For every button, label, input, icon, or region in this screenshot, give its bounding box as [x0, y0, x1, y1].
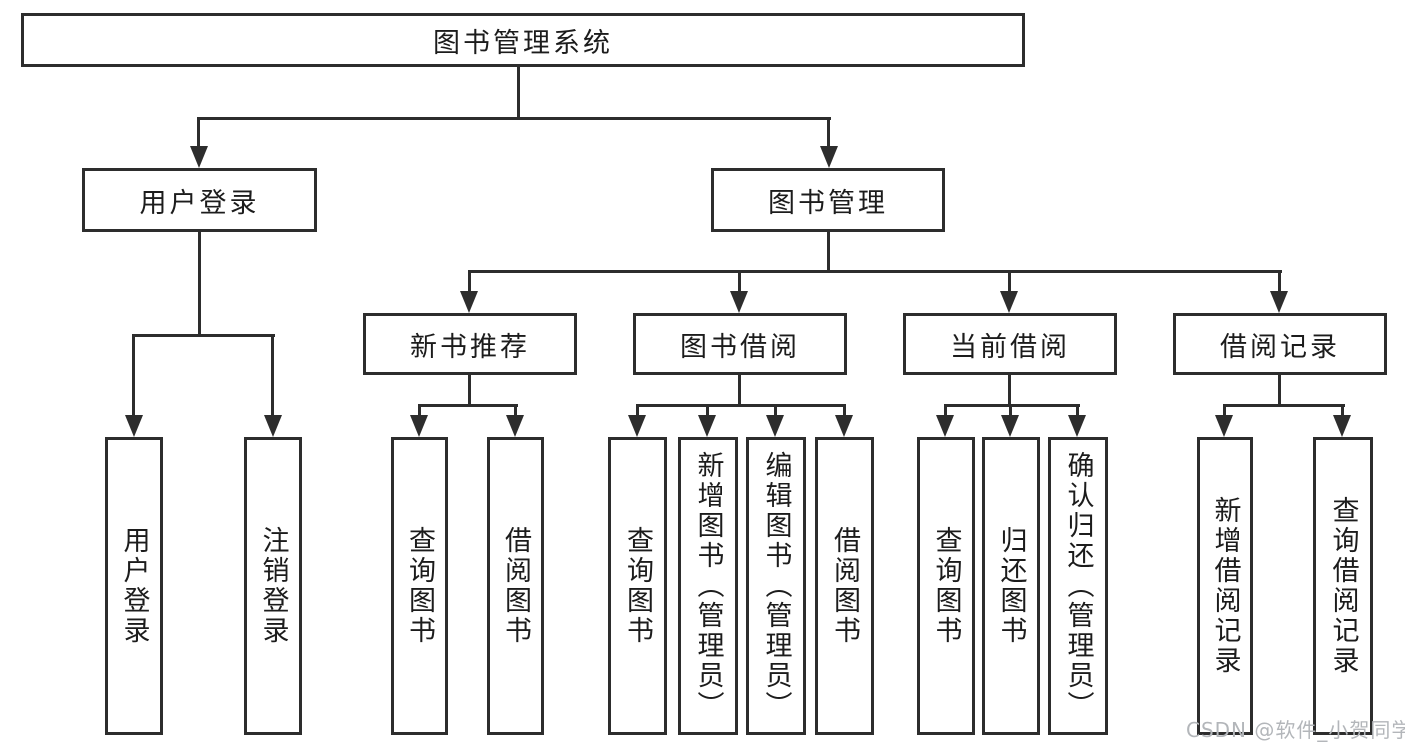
connector-borrow-records-stem: [1278, 375, 1281, 407]
connector-stem-leaf: [1009, 404, 1012, 417]
connector-book-borrow-stem: [738, 375, 741, 407]
arrow-down-icon: [460, 291, 478, 313]
connector-stem-leaf: [514, 404, 517, 417]
leaf-query-borrow-record: 查询借阅记录: [1313, 437, 1373, 735]
connector-stem-book-borrow: [738, 270, 741, 293]
leaf-label: 确认归还（管理员）: [1062, 451, 1094, 721]
connector-root-branch: [197, 117, 831, 120]
arrow-down-icon: [125, 415, 143, 437]
node-book-mgmt: 图书管理: [711, 168, 945, 232]
leaf-label: 借阅图书: [500, 526, 531, 646]
node-book-borrow: 图书借阅: [633, 313, 847, 375]
arrow-down-icon: [1068, 415, 1086, 437]
leaf-query-books: 查询图书: [917, 437, 975, 735]
leaf-label: 查询图书: [622, 526, 653, 646]
connector-book-mgmt-stem: [827, 232, 830, 273]
arrow-down-icon: [1333, 415, 1351, 437]
leaf-add-borrow-record: 新增借阅记录: [1197, 437, 1253, 735]
leaf-confirm-return-admin: 确认归还（管理员）: [1048, 437, 1108, 735]
arrow-down-icon: [1001, 415, 1019, 437]
connector-stem-user-login: [197, 117, 200, 149]
leaf-label: 查询图书: [930, 526, 962, 646]
connector-book-mgmt-branch: [468, 270, 1282, 273]
arrow-down-icon: [628, 415, 646, 437]
node-book-mgmt-label: 图书管理: [768, 187, 888, 219]
leaf-borrow-books: 借阅图书: [815, 437, 874, 735]
leaf-label: 用户登录: [118, 526, 150, 646]
node-new-book-recommend: 新书推荐: [363, 313, 577, 375]
connector-stem-leaf: [843, 404, 846, 417]
leaf-edit-books-admin: 编辑图书（管理员）: [746, 437, 806, 735]
connector-current-borrow-branch: [944, 404, 1080, 407]
connector-stem-leaf: [636, 404, 639, 417]
node-borrow-records-label: 借阅记录: [1220, 331, 1340, 363]
leaf-label: 查询图书: [404, 526, 435, 646]
node-user-login-label: 用户登录: [139, 187, 260, 219]
leaf-borrow-books: 借阅图书: [487, 437, 544, 735]
arrow-down-icon: [190, 146, 208, 168]
arrow-down-icon: [730, 291, 748, 313]
arrow-down-icon: [698, 415, 716, 437]
connector-user-login-branch: [132, 334, 275, 337]
node-new-book-recommend-label: 新书推荐: [410, 331, 530, 363]
arrow-down-icon: [410, 415, 428, 437]
connector-root-stem: [517, 67, 520, 120]
node-current-borrow-label: 当前借阅: [950, 331, 1070, 363]
leaf-label: 归还图书: [995, 526, 1027, 646]
arrow-down-icon: [936, 415, 954, 437]
leaf-label: 注销登录: [257, 526, 289, 646]
connector-stem-leaf: [774, 404, 777, 417]
leaf-add-books-admin: 新增图书（管理员）: [678, 437, 738, 735]
connector-book-borrow-branch: [636, 404, 846, 407]
connector-new-book-stem: [468, 375, 471, 407]
leaf-logout: 注销登录: [244, 437, 302, 735]
arrow-down-icon: [1215, 415, 1233, 437]
connector-stem-book-mgmt: [827, 117, 830, 149]
leaf-label: 编辑图书（管理员）: [760, 451, 792, 721]
connector-stem-leaf: [1076, 404, 1079, 417]
node-current-borrow: 当前借阅: [903, 313, 1117, 375]
leaf-label: 新增图书（管理员）: [692, 451, 724, 721]
node-user-login: 用户登录: [82, 168, 317, 232]
arrow-down-icon: [506, 415, 524, 437]
arrow-down-icon: [820, 146, 838, 168]
connector-current-borrow-stem: [1008, 375, 1011, 407]
connector-stem-borrow-records: [1278, 270, 1281, 293]
arrow-down-icon: [1270, 291, 1288, 313]
watermark: CSDN @软件_小贺同学: [1186, 718, 1405, 742]
connector-stem-leaf: [1223, 404, 1226, 417]
connector-stem-leaf: [132, 334, 135, 417]
node-borrow-records: 借阅记录: [1173, 313, 1387, 375]
leaf-return-books: 归还图书: [982, 437, 1040, 735]
arrow-down-icon: [264, 415, 282, 437]
node-root: 图书管理系统: [21, 13, 1025, 67]
leaf-query-books: 查询图书: [608, 437, 667, 735]
connector-stem-leaf: [271, 334, 274, 417]
arrow-down-icon: [1000, 291, 1018, 313]
arrow-down-icon: [835, 415, 853, 437]
leaf-label: 新增借阅记录: [1209, 496, 1241, 676]
connector-stem-new-book: [468, 270, 471, 293]
leaf-user-login: 用户登录: [105, 437, 163, 735]
connector-stem-leaf: [1341, 404, 1344, 417]
connector-user-login-stem: [198, 232, 201, 337]
node-book-borrow-label: 图书借阅: [680, 331, 800, 363]
connector-stem-leaf: [706, 404, 709, 417]
connector-new-book-branch: [418, 404, 518, 407]
connector-stem-leaf: [944, 404, 947, 417]
arrow-down-icon: [766, 415, 784, 437]
leaf-label: 查询借阅记录: [1327, 496, 1359, 676]
leaf-label: 借阅图书: [829, 526, 860, 646]
connector-stem-current-borrow: [1008, 270, 1011, 293]
connector-stem-leaf: [418, 404, 421, 417]
node-root-label: 图书管理系统: [433, 27, 613, 59]
leaf-query-books: 查询图书: [391, 437, 448, 735]
connector-borrow-records-branch: [1223, 404, 1345, 407]
